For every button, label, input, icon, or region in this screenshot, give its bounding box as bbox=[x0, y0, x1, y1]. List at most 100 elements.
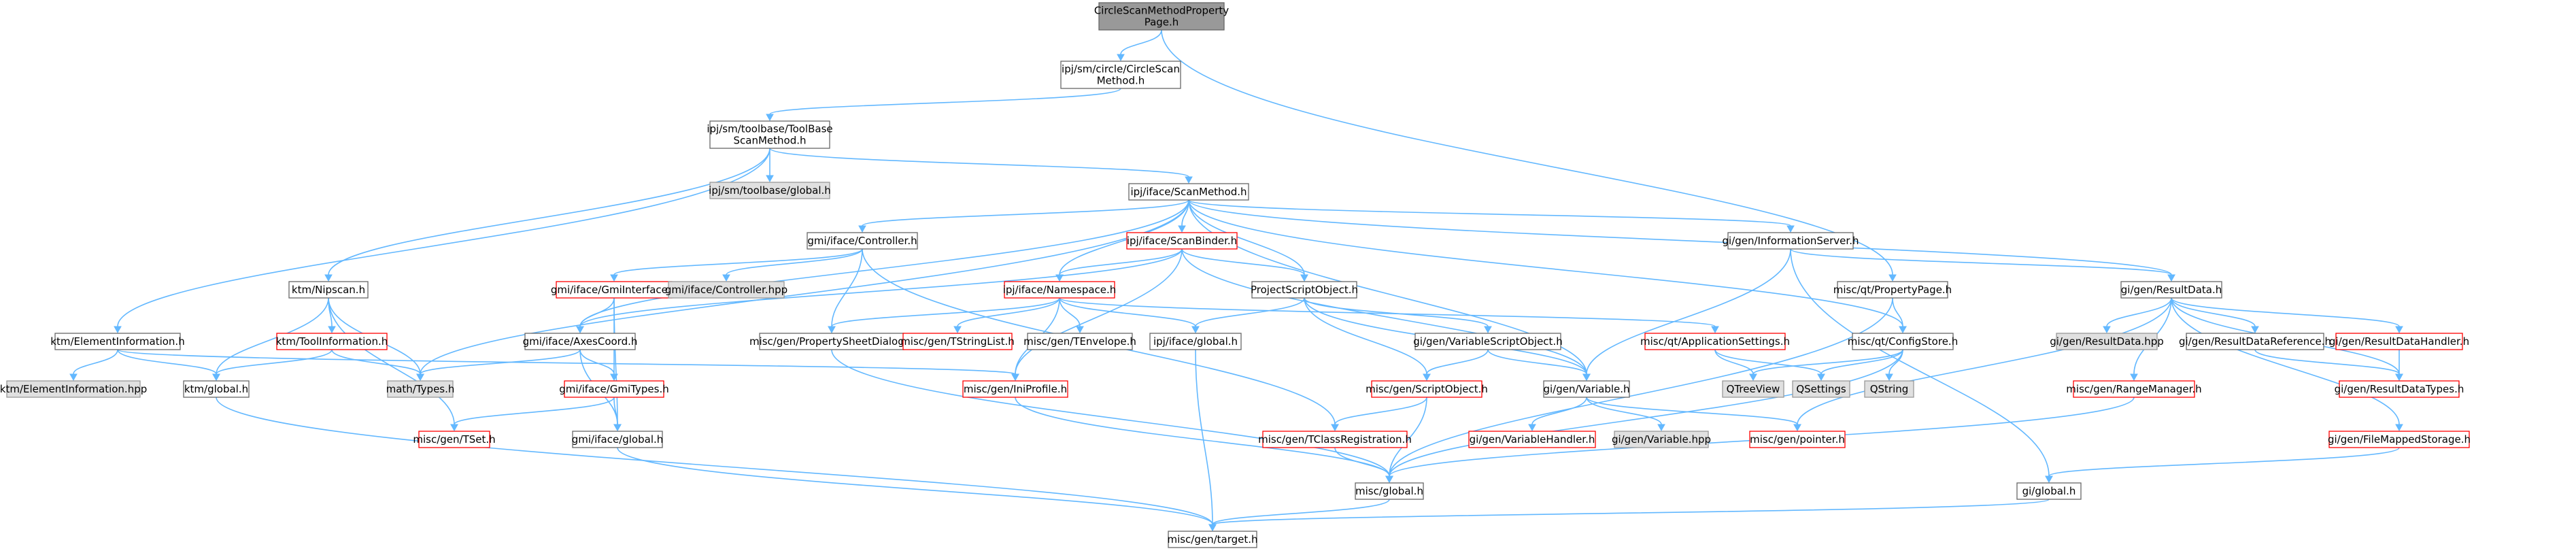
node-varhandler[interactable]: gi/gen/VariableHandler.h bbox=[1468, 431, 1596, 448]
edge-gmitypes-to-tset bbox=[450, 397, 615, 432]
node-elemInfo[interactable]: ktm/ElementInformation.h bbox=[50, 333, 185, 350]
edge-line bbox=[1188, 199, 1305, 275]
edge-resultdata-to-rdref bbox=[2171, 297, 2259, 334]
node-giglobal[interactable]: gi/global.h bbox=[2016, 482, 2082, 500]
node-axescoord[interactable]: gmi/iface/AxesCoord.h bbox=[523, 333, 638, 350]
node-tstringlist[interactable]: misc/gen/TStringList.h bbox=[900, 333, 1015, 350]
node-label: gi/gen/VariableScriptObject.h bbox=[1413, 335, 1562, 348]
edge-scanmethod-to-controller bbox=[858, 199, 1189, 233]
edge-line bbox=[2106, 297, 2172, 327]
edge-arrowhead bbox=[953, 326, 962, 334]
node-label: gi/gen/VariableHandler.h bbox=[1470, 433, 1595, 446]
node-rdref[interactable]: gi/gen/ResultDataReference.h bbox=[2179, 333, 2331, 350]
node-scriptobj[interactable]: misc/gen/ScriptObject.h bbox=[1366, 380, 1488, 398]
edge-line bbox=[769, 148, 1189, 178]
node-box bbox=[1852, 333, 1954, 350]
edge-line bbox=[73, 349, 118, 375]
edge-line bbox=[1892, 297, 1903, 327]
edge-line bbox=[420, 349, 581, 375]
node-target[interactable]: misc/gen/target.h bbox=[1167, 531, 1258, 548]
node-label: ipj/iface/ScanBinder.h bbox=[1127, 235, 1237, 247]
node-label: gmi/iface/global.h bbox=[572, 433, 664, 446]
edge-arrowhead bbox=[613, 424, 622, 432]
edge-propsheet-to-miscglobal bbox=[831, 349, 1393, 484]
edge-line bbox=[2254, 349, 2400, 375]
edge-axescoord-to-gmitypes bbox=[579, 349, 618, 382]
node-ipjglobal[interactable]: ipj/iface/global.h bbox=[1149, 333, 1242, 350]
edge-arrowhead bbox=[576, 326, 584, 334]
node-rangemgr[interactable]: misc/gen/RangeManager.h bbox=[2066, 380, 2202, 398]
node-qsettings[interactable]: QSettings bbox=[1792, 380, 1850, 398]
node-ktmglobal[interactable]: ktm/global.h bbox=[183, 380, 250, 398]
node-fms[interactable]: gi/gen/FileMappedStorage.h bbox=[2328, 431, 2471, 448]
edge-toolinfo-to-ktmglobal bbox=[212, 349, 333, 382]
edge-line bbox=[613, 397, 618, 425]
node-ctrlhpp[interactable]: gmi/iface/Controller.hpp bbox=[665, 281, 787, 299]
node-propsheet[interactable]: misc/gen/PropertySheetDialog.h bbox=[749, 333, 914, 350]
node-variable[interactable]: gi/gen/Variable.h bbox=[1543, 380, 1630, 398]
edge-line bbox=[957, 297, 1060, 327]
edge-arrowhead bbox=[212, 373, 220, 382]
edge-line bbox=[1790, 248, 2172, 275]
edge-toolinfo-to-mathtypes bbox=[331, 349, 424, 382]
edge-elemInfo-to-ktmglobal bbox=[117, 349, 220, 382]
node-toolinfo[interactable]: ktm/ToolInformation.h bbox=[276, 333, 388, 350]
node-varscript[interactable]: gi/gen/VariableScriptObject.h bbox=[1413, 333, 1563, 350]
node-tenvelope[interactable]: misc/gen/TEnvelope.h bbox=[1023, 333, 1136, 350]
node-projscript[interactable]: ProjectScriptObject.h bbox=[1251, 281, 1358, 299]
node-qtreeview[interactable]: QTreeView bbox=[1722, 380, 1784, 398]
node-eihpp[interactable]: ktm/ElementInformation.hpp bbox=[0, 380, 147, 398]
node-circlescan[interactable]: ipj/sm/circle/CircleScanMethod.h bbox=[1060, 61, 1181, 89]
edge-arrowhead bbox=[1178, 225, 1186, 233]
edge-arrowhead bbox=[2395, 373, 2403, 382]
node-rdhpp[interactable]: gi/gen/ResultData.hpp bbox=[2050, 333, 2164, 350]
edge-namespace-to-tenvelope bbox=[1059, 297, 1084, 334]
node-pointer[interactable]: misc/gen/pointer.h bbox=[1749, 431, 1846, 448]
edge-ktmglobal-to-target bbox=[216, 397, 1217, 532]
node-controller[interactable]: gmi/iface/Controller.h bbox=[807, 232, 918, 250]
edge-line bbox=[216, 397, 1213, 525]
node-label: gi/gen/Variable.h bbox=[1543, 383, 1629, 395]
node-label: misc/global.h bbox=[1355, 485, 1423, 497]
node-box bbox=[1128, 183, 1249, 201]
node-configstore[interactable]: misc/qt/ConfigStore.h bbox=[1848, 333, 1958, 350]
node-qstring[interactable]: QString bbox=[1864, 380, 1914, 398]
node-proppage[interactable]: misc/qt/PropertyPage.h bbox=[1833, 281, 1952, 299]
node-box bbox=[1251, 281, 1357, 299]
edge-line bbox=[1389, 297, 1893, 477]
node-label: misc/gen/PropertySheetDialog.h bbox=[749, 335, 914, 348]
node-scanmethod[interactable]: ipj/iface/ScanMethod.h bbox=[1128, 183, 1249, 201]
node-gmiiface[interactable]: gmi/iface/GmiInterface.h bbox=[551, 281, 677, 299]
node-label: misc/gen/TEnvelope.h bbox=[1023, 335, 1136, 348]
node-rdhandler[interactable]: gi/gen/ResultDataHandler.h bbox=[2329, 333, 2469, 350]
edge-line bbox=[726, 248, 863, 275]
node-label: misc/gen/TSet.h bbox=[413, 433, 495, 446]
node-scanbinder[interactable]: ipj/iface/ScanBinder.h bbox=[1126, 232, 1238, 250]
edge-line bbox=[331, 349, 421, 375]
edge-line bbox=[1752, 349, 1903, 375]
node-varhpp[interactable]: gi/gen/Variable.hpp bbox=[1612, 431, 1711, 448]
edge-arrowhead bbox=[69, 373, 78, 382]
node-appsettings[interactable]: misc/qt/ApplicationSettings.h bbox=[1640, 333, 1790, 350]
node-mathtypes[interactable]: math/Types.h bbox=[386, 380, 455, 398]
node-namespace[interactable]: ipj/iface/Namespace.h bbox=[1003, 281, 1117, 299]
node-miscglobal[interactable]: misc/global.h bbox=[1355, 482, 1424, 500]
node-tset[interactable]: misc/gen/TSet.h bbox=[413, 431, 496, 448]
node-rdtypes[interactable]: gi/gen/ResultDataTypes.h bbox=[2335, 380, 2464, 398]
edge-line bbox=[117, 148, 770, 327]
edge-arrowhead bbox=[328, 326, 336, 334]
node-gmitypes[interactable]: gmi/iface/GmiTypes.h bbox=[559, 380, 669, 398]
node-nipscan[interactable]: ktm/Nipscan.h bbox=[288, 281, 369, 299]
edge-line bbox=[613, 248, 863, 275]
node-tclassreg[interactable]: misc/gen/TClassRegistration.h bbox=[1258, 431, 1412, 448]
edge-arrowhead bbox=[828, 326, 836, 334]
node-iniprofile[interactable]: misc/gen/IniProfile.h bbox=[962, 380, 1068, 398]
node-tbglobal[interactable]: ipj/sm/toolbase/global.h bbox=[709, 182, 831, 199]
edge-line bbox=[216, 297, 329, 375]
node-gmiglobal[interactable]: gmi/iface/global.h bbox=[572, 431, 664, 448]
node-resultdata[interactable]: gi/gen/ResultData.h bbox=[2120, 281, 2222, 299]
node-infoserver[interactable]: gi/gen/InformationServer.h bbox=[1723, 232, 1859, 250]
edge-line bbox=[2171, 297, 2256, 327]
edge-root-to-circlescan bbox=[1117, 29, 1162, 62]
